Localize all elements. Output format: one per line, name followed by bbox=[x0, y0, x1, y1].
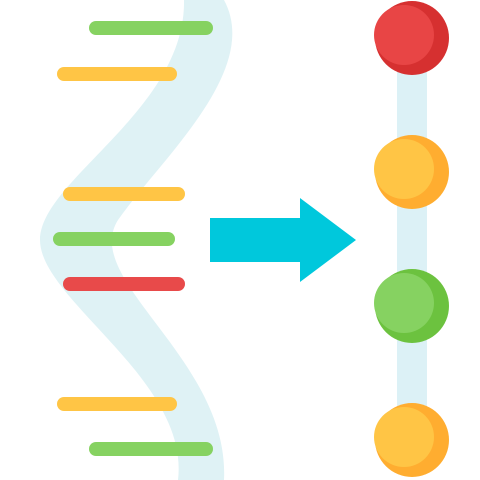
chain-node-face bbox=[374, 5, 434, 65]
chain-node-face bbox=[374, 273, 434, 333]
molecule-chain-icon bbox=[374, 1, 449, 477]
chain-node bbox=[374, 135, 449, 209]
chain-node-face bbox=[374, 407, 434, 467]
chain-node bbox=[374, 1, 449, 75]
dna-base-pairs bbox=[53, 21, 213, 456]
chain-node bbox=[374, 403, 449, 477]
arrow-shape bbox=[210, 198, 356, 282]
dna-helix-strand bbox=[40, 0, 233, 480]
right-arrow-icon bbox=[210, 198, 356, 282]
chain-node bbox=[374, 269, 449, 343]
chain-nodes bbox=[374, 1, 449, 477]
dna-helix-icon bbox=[40, 0, 233, 480]
chain-connector bbox=[397, 40, 427, 440]
chain-node-face bbox=[374, 139, 434, 199]
